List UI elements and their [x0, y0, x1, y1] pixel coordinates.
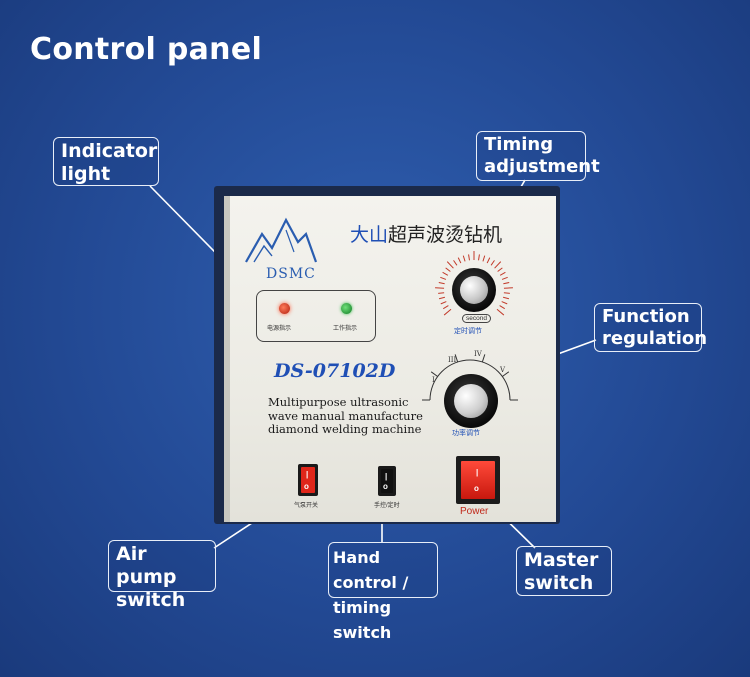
power-tick	[454, 354, 459, 363]
master-power-rocker	[461, 461, 495, 499]
air-pump-rocker	[301, 467, 315, 493]
callout-function-regulation: Function regulation	[594, 303, 708, 352]
callout-text: switch	[524, 572, 594, 594]
master-power-switch[interactable]: | o	[456, 456, 500, 504]
timer-tick	[435, 287, 445, 289]
callout-master-switch: Master switch	[516, 546, 612, 596]
callout-text: light	[61, 163, 111, 185]
off-mark: o	[474, 484, 479, 493]
power-tick	[481, 354, 486, 363]
timer-tick	[496, 308, 505, 316]
timer-tick	[497, 267, 503, 272]
device-front-panel: DSMC 大山超声波烫钻机 电源指示 工作指示 DS-07102D Multip…	[224, 196, 556, 522]
timer-tick	[457, 257, 462, 264]
timer-tick	[453, 260, 458, 266]
timer-tick	[501, 276, 508, 280]
callout-air-pump-switch: Air pump switch	[108, 540, 216, 611]
timer-tick	[503, 287, 513, 289]
timer-tick	[438, 282, 445, 285]
callout-text: adjustment	[484, 156, 600, 177]
power-tick	[430, 371, 438, 377]
callout-text: timing switch	[333, 598, 392, 642]
on-mark: |	[476, 468, 479, 477]
timer-unit-label: second	[462, 314, 491, 323]
timer-tick	[462, 255, 466, 262]
hand-control-switch[interactable]: | o	[378, 466, 396, 496]
timing-knob-cap	[460, 276, 488, 304]
on-mark: |	[306, 470, 309, 479]
power-knob[interactable]	[444, 374, 498, 428]
desc-line: Multipurpose ultrasonic	[268, 395, 409, 409]
device-cn-title-rest: 超声波烫钻机	[388, 224, 503, 246]
svg-text:I: I	[432, 376, 435, 384]
timer-tick	[442, 271, 449, 276]
air-pump-label: 气泵开关	[294, 503, 319, 509]
callout-indicator-light: Indicator light	[53, 137, 159, 186]
power-dial-scale: I III IV V	[422, 350, 518, 401]
power-tick	[502, 371, 510, 377]
timer-tick	[499, 305, 506, 310]
model-number: DS-07102D	[274, 360, 396, 382]
indicator-panel: 电源指示 工作指示	[256, 290, 376, 342]
timer-tick	[478, 254, 480, 261]
power-indicator-led	[279, 303, 290, 314]
device-cn-title-blue: 大山	[350, 224, 389, 246]
power-dial-label: 功率调节	[452, 430, 480, 437]
timing-knob[interactable]	[452, 268, 496, 312]
timer-tick	[442, 305, 449, 310]
page-title: Control panel	[30, 32, 263, 67]
desc-line: wave manual manufacture	[268, 408, 423, 423]
work-indicator-led	[341, 303, 352, 314]
callout-text: Hand control /	[333, 548, 409, 592]
hand-control-label: 手控/定时	[374, 503, 400, 509]
callout-text: Air pump	[116, 543, 177, 588]
device-cn-title: 大山超声波烫钻机	[350, 220, 502, 247]
power-knob-cap	[454, 384, 488, 418]
led-work-label: 工作指示	[333, 326, 358, 332]
on-mark: |	[385, 472, 388, 481]
callout-text: switch	[116, 589, 186, 611]
callout-text: Timing	[484, 134, 554, 155]
off-mark: o	[304, 482, 309, 491]
timer-tick	[468, 254, 470, 261]
timer-tick	[490, 260, 495, 266]
timer-tick	[438, 296, 446, 300]
callout-text: Master	[524, 549, 599, 571]
device-description: Multipurpose ultrasonic wave manual manu…	[268, 395, 428, 437]
timer-tick	[486, 257, 491, 264]
timer-tick	[482, 255, 486, 262]
timer-tick	[445, 267, 451, 272]
svg-text:V: V	[499, 366, 506, 374]
off-mark: o	[383, 482, 388, 491]
led-power-label: 电源指示	[267, 326, 292, 332]
power-label: Power	[460, 506, 489, 517]
callout-hand-control-switch: Hand control / timing switch	[328, 542, 438, 642]
brand-mountain-logo	[245, 217, 318, 263]
timer-tick	[503, 282, 510, 285]
callout-text: Indicator	[61, 140, 158, 162]
timer-tick	[443, 308, 452, 316]
svg-text:III: III	[448, 356, 457, 364]
timer-tick	[499, 271, 506, 276]
callout-text: Function	[602, 306, 690, 327]
air-pump-switch[interactable]: | o	[298, 464, 318, 496]
timer-tick	[446, 261, 454, 269]
desc-line: diamond welding machine	[268, 422, 422, 436]
hand-control-rocker	[381, 469, 393, 493]
timer-tick	[440, 301, 447, 305]
callout-text: regulation	[602, 328, 708, 349]
timer-tick	[438, 292, 445, 294]
timing-dial-scale	[435, 251, 513, 316]
timer-tick	[440, 276, 447, 280]
brand-name: DSMC	[266, 266, 316, 282]
timer-label: 定时调节	[454, 328, 482, 335]
timer-tick	[494, 261, 502, 269]
timer-tick	[502, 296, 510, 300]
svg-text:IV: IV	[474, 350, 483, 358]
timer-tick	[503, 292, 510, 294]
callout-timing-adjustment: Timing adjustment	[476, 131, 600, 181]
timer-tick	[501, 301, 508, 305]
